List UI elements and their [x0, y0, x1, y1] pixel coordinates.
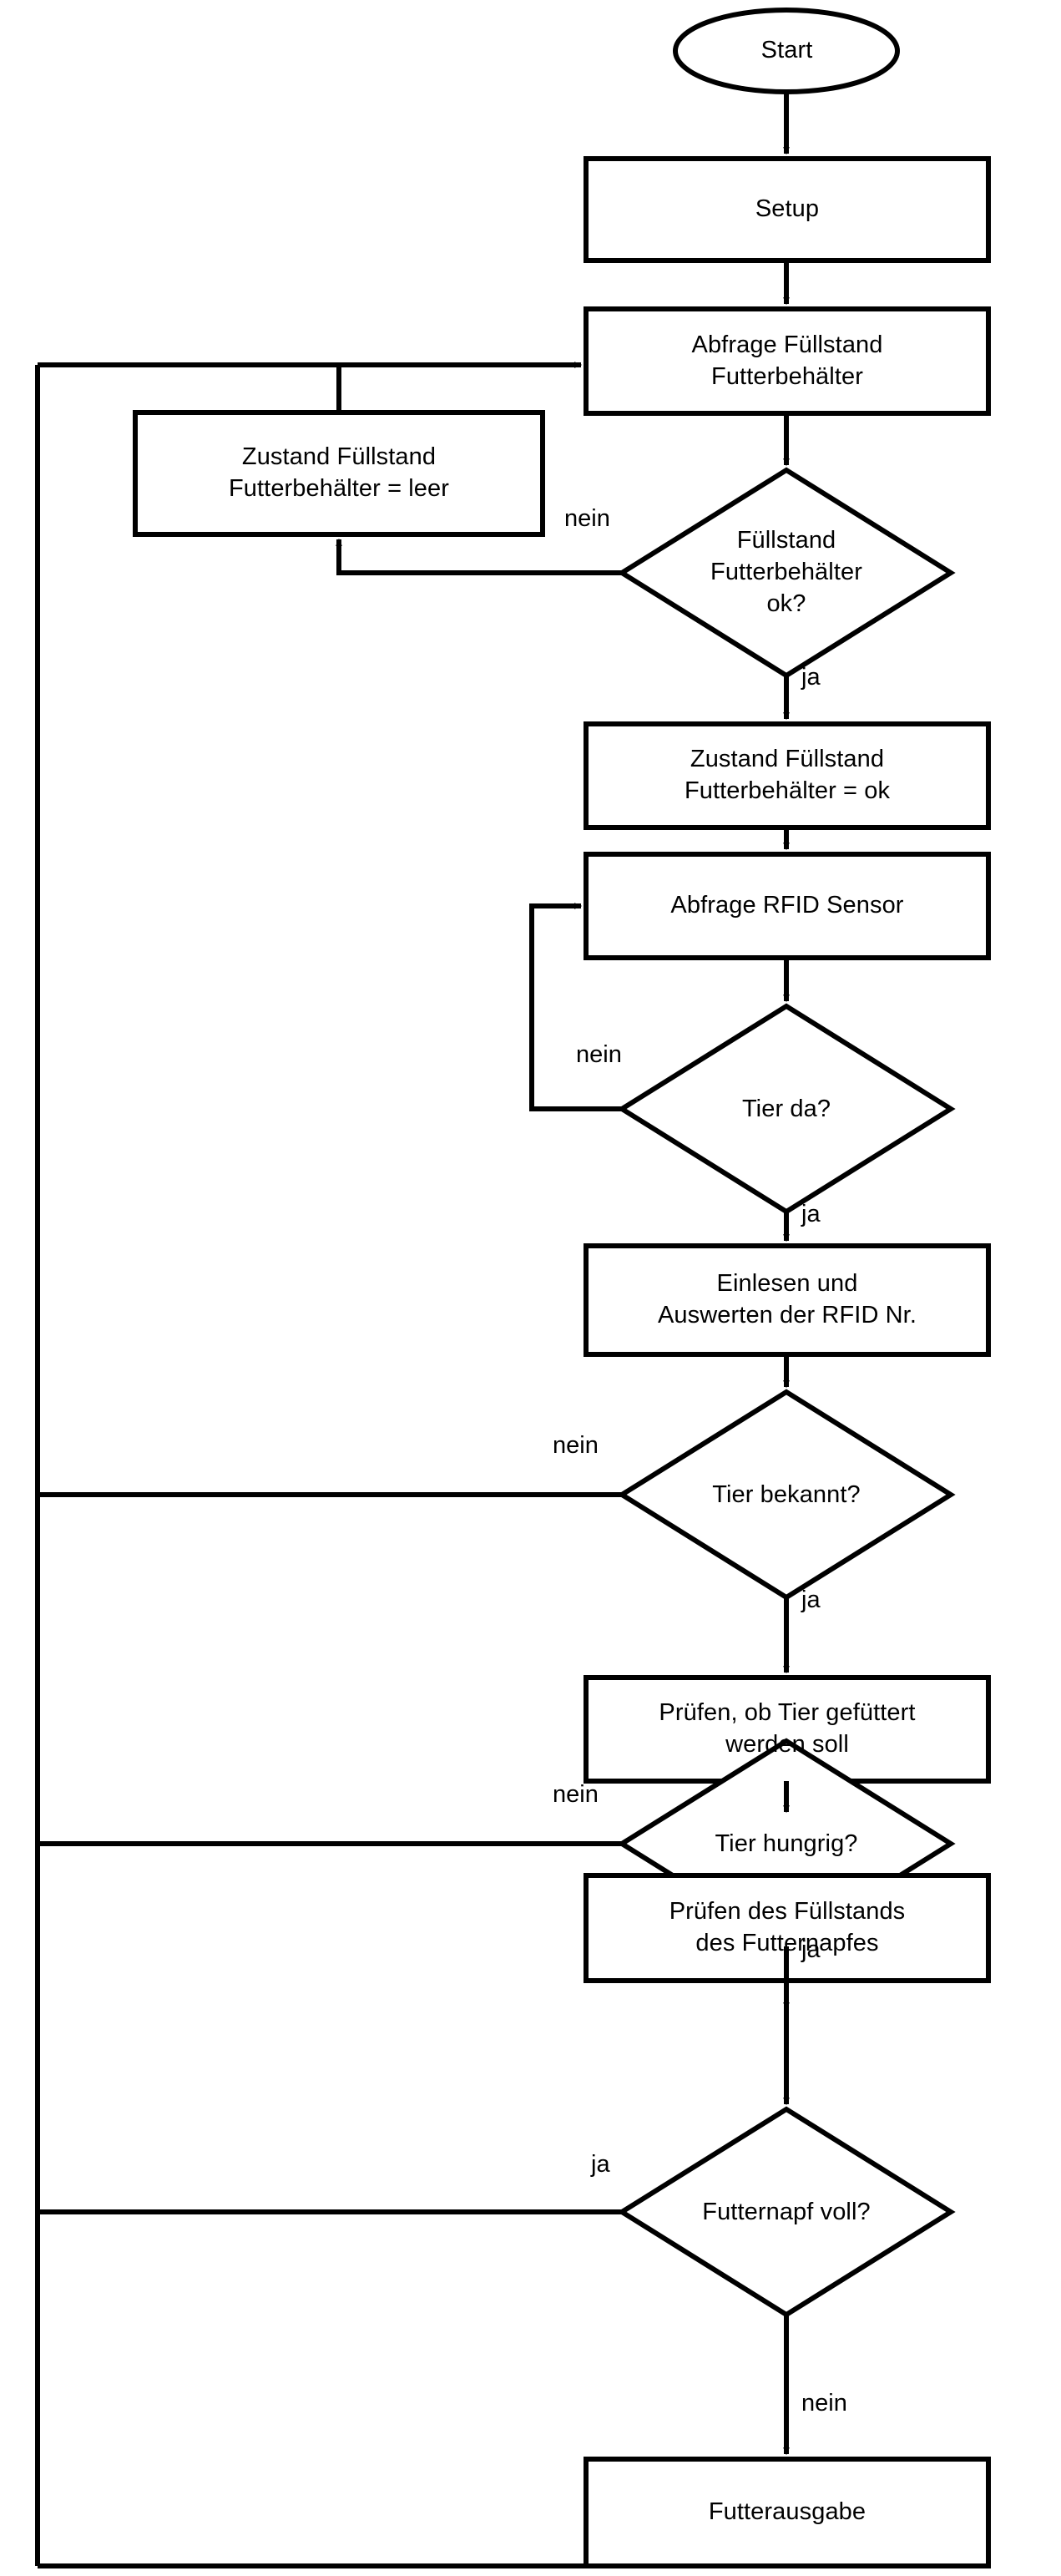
node-abfrage-rfid-shape: [584, 852, 991, 960]
node-einlesen-rfid-shape: [584, 1243, 991, 1357]
node-einlesen-rfid[interactable]: [586, 1246, 988, 1354]
edge-label-futternapf-voll-ja: ja: [591, 2151, 610, 2178]
node-futterausgabe-shape: [584, 2457, 991, 2568]
node-abfrage-rfid[interactable]: [586, 854, 988, 958]
edge-label-tier-hungrig-ja: ja: [801, 1936, 821, 1963]
node-tier-bekannt[interactable]: [622, 1392, 951, 1597]
edge-tier-da-nein-to-abfrage-rfid: [529, 903, 622, 1111]
edge-label-fuellstand-ok-ja: ja: [801, 664, 821, 691]
node-pruefen-napf[interactable]: [586, 1875, 988, 1981]
edge-label-tier-da-ja: ja: [801, 1201, 821, 1227]
node-start[interactable]: [676, 10, 897, 92]
edge-fuellstand-ok-nein-to-zustand-leer: [336, 538, 622, 575]
edge-label-tier-da-nein: nein: [576, 1041, 622, 1068]
edge-label-futternapf-voll-nein: nein: [801, 2390, 847, 2417]
edge-label-tier-bekannt-ja: ja: [801, 1587, 821, 1613]
node-futterausgabe[interactable]: [586, 2459, 988, 2566]
node-fuellstand-ok[interactable]: [622, 470, 951, 676]
edge-label-tier-hungrig-nein: nein: [553, 1781, 599, 1808]
node-tier-da[interactable]: [622, 1006, 951, 1212]
node-futternapf-voll[interactable]: [622, 2109, 951, 2315]
edge-label-tier-bekannt-nein: nein: [553, 1432, 599, 1459]
node-zustand-leer-shape: [133, 410, 545, 537]
edge-label-fuellstand-ok-nein: nein: [564, 505, 610, 532]
node-zustand-ok[interactable]: [586, 724, 988, 827]
node-abfrage-fuellstand[interactable]: [586, 309, 988, 413]
node-zustand-leer[interactable]: [135, 412, 543, 534]
node-setup[interactable]: [586, 159, 988, 261]
node-setup-shape: [584, 156, 991, 263]
node-abfrage-fuellstand-shape: [584, 306, 991, 416]
edge-zustand-leer-to-abfrage-fuellstand: [336, 362, 583, 412]
